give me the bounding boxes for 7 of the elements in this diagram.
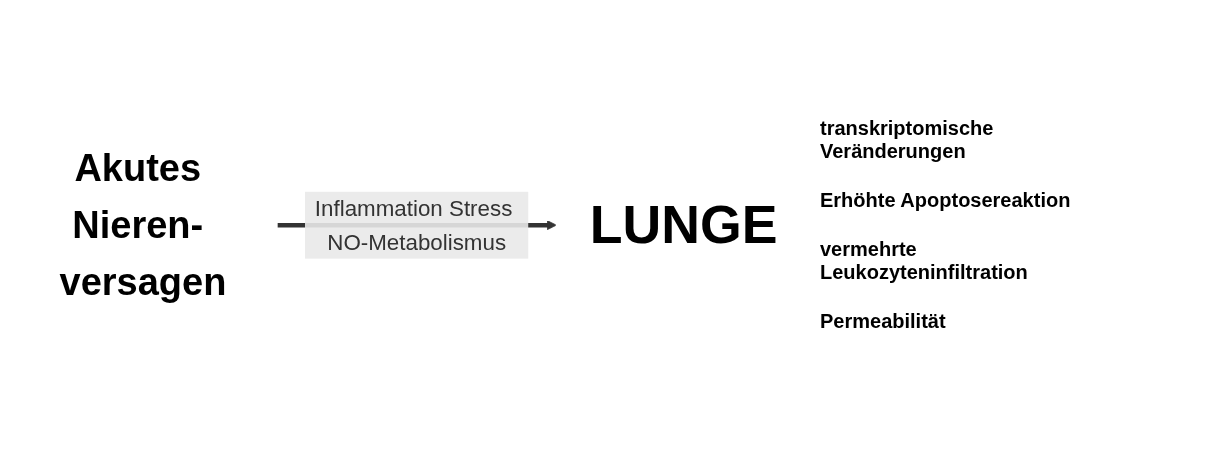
effect-text: vermehrte Leukozyteninfiltration [820, 238, 1029, 284]
effect-text: Erhöhte Apoptosereaktion [820, 189, 1072, 212]
effect-text: transkriptomische Veränderungen [820, 117, 995, 163]
node-text: LUNGE [589, 194, 778, 255]
effect-text: Permeabilität [820, 310, 947, 333]
node-text: Akutes Nieren- versagen [59, 146, 227, 303]
edge-label: Inflammation Stress NO-Metabolismus [314, 195, 513, 255]
